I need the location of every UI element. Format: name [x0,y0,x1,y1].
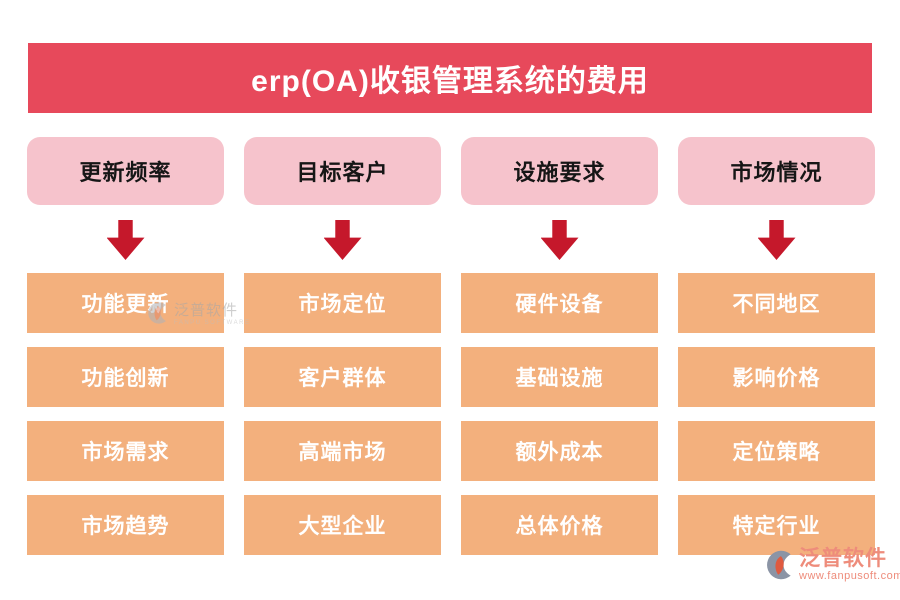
item-box: 额外成本 [461,421,658,481]
column-update-frequency: 更新频率 功能更新 功能创新 市场需求 市场趋势 [27,137,224,555]
item-box: 功能更新 [27,273,224,333]
columns-grid: 更新频率 功能更新 功能创新 市场需求 市场趋势 目标客户 市场定位 客户群体 … [27,137,875,555]
column-header: 市场情况 [678,137,875,205]
item-box: 市场趋势 [27,495,224,555]
item-box: 不同地区 [678,273,875,333]
item-box: 市场定位 [244,273,441,333]
column-header: 设施要求 [461,137,658,205]
column-facility-requirements: 设施要求 硬件设备 基础设施 额外成本 总体价格 [461,137,658,555]
page-title: erp(OA)收银管理系统的费用 [28,43,872,113]
down-arrow-icon [106,220,145,260]
item-box: 影响价格 [678,347,875,407]
item-box: 大型企业 [244,495,441,555]
down-arrow-icon [540,220,579,260]
column-header: 目标客户 [244,137,441,205]
item-box: 定位策略 [678,421,875,481]
column-header: 更新频率 [27,137,224,205]
item-box: 市场需求 [27,421,224,481]
down-arrow-icon [757,220,796,260]
item-box: 客户群体 [244,347,441,407]
item-box: 总体价格 [461,495,658,555]
down-arrow-icon [323,220,362,260]
column-target-customers: 目标客户 市场定位 客户群体 高端市场 大型企业 [244,137,441,555]
item-box: 功能创新 [27,347,224,407]
item-box: 硬件设备 [461,273,658,333]
watermark-url: www.fanpusoft.com [799,570,900,583]
column-market-conditions: 市场情况 不同地区 影响价格 定位策略 特定行业 [678,137,875,555]
item-box: 特定行业 [678,495,875,555]
item-box: 高端市场 [244,421,441,481]
item-box: 基础设施 [461,347,658,407]
